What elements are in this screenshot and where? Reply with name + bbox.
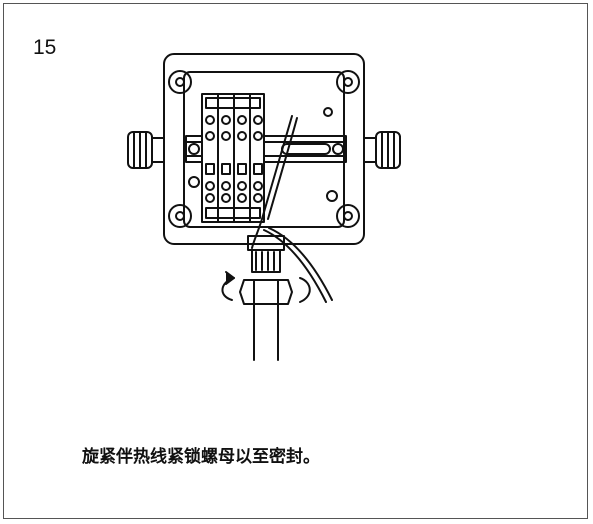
right-cable-gland	[363, 131, 401, 169]
left-cable-gland	[127, 131, 165, 169]
step-number: 15	[33, 36, 57, 59]
cable-below	[253, 303, 279, 361]
bottom-gland-lock-nut	[239, 235, 293, 305]
junction-box-illustration	[127, 53, 401, 361]
instruction-panel: 15	[3, 3, 588, 519]
heat-trace-wire	[251, 115, 293, 249]
corner-screws	[168, 70, 360, 228]
instruction-caption: 旋紧伴热线紧锁螺母以至密封。	[82, 447, 320, 467]
junction-box-inner-frame	[183, 71, 345, 228]
tighten-rotation-arrow	[221, 271, 311, 303]
terminal-blocks	[201, 93, 265, 223]
